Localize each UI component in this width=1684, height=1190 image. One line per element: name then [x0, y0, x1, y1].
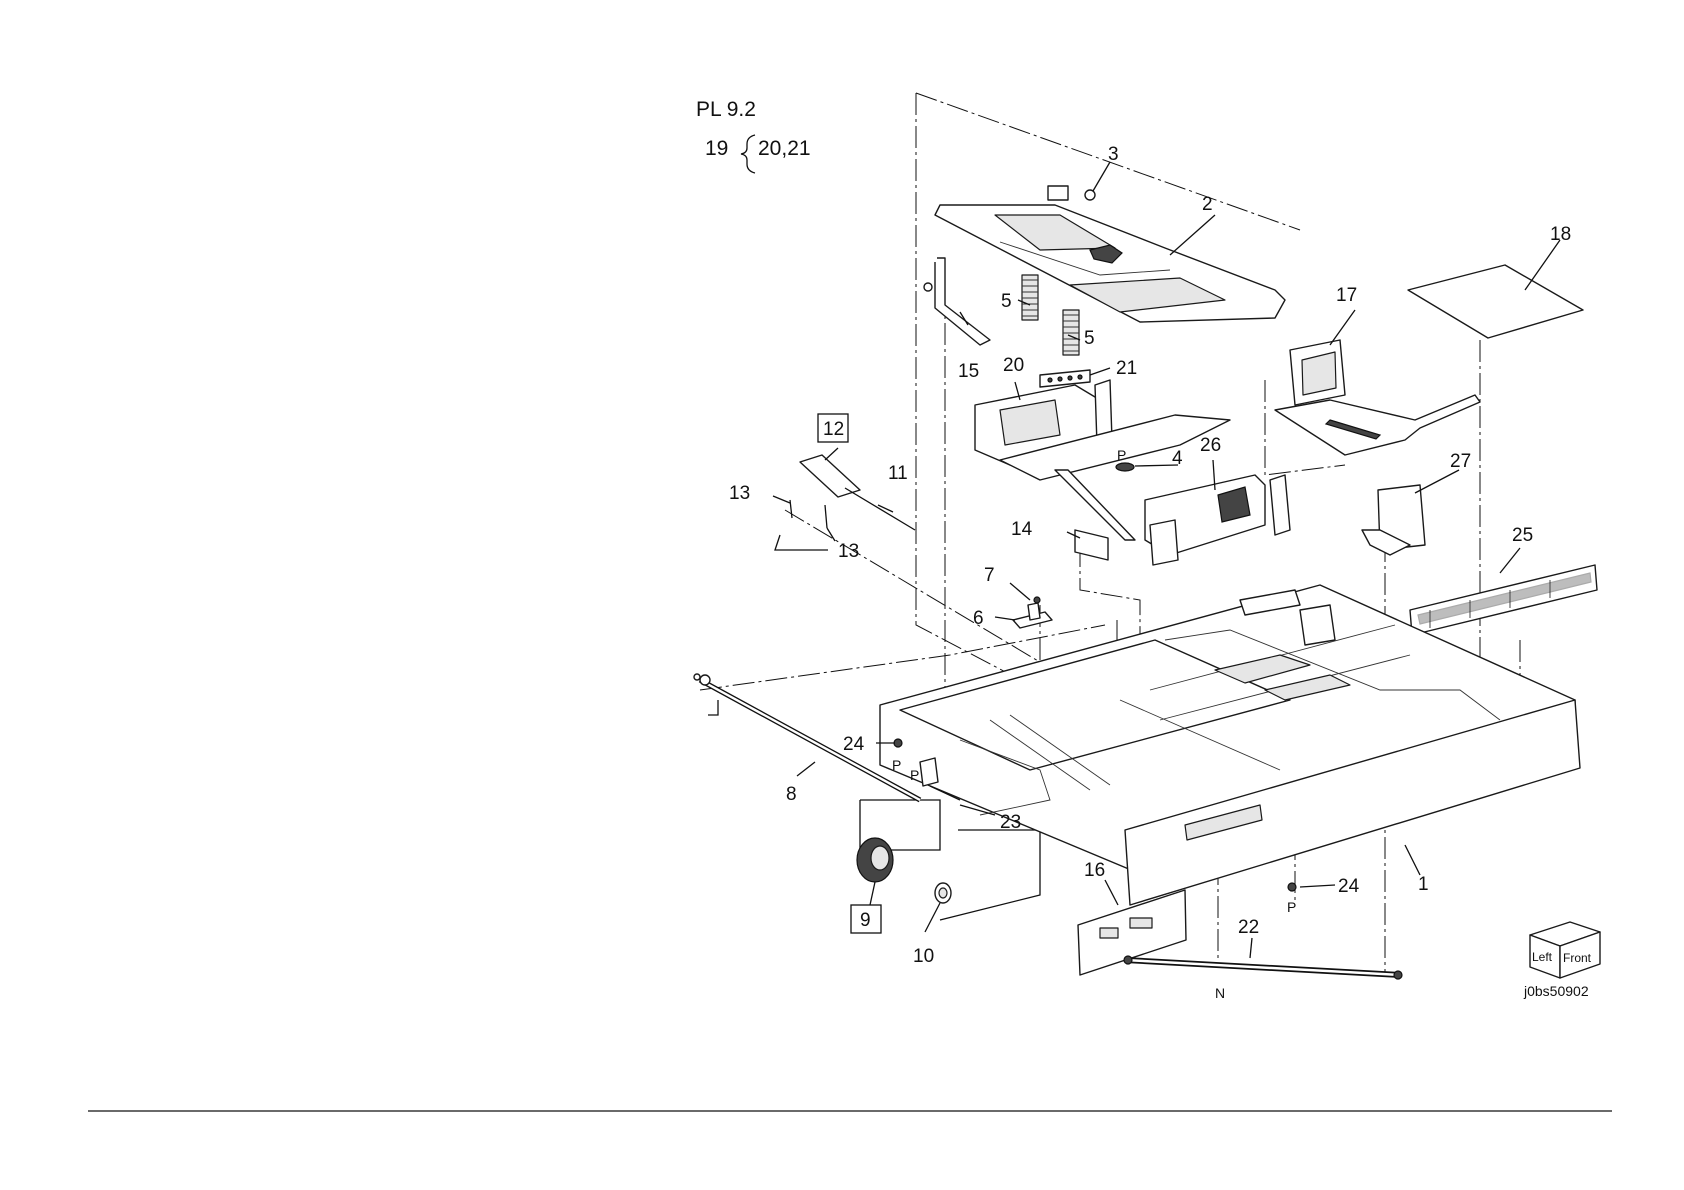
cube-front-label: Front — [1563, 951, 1592, 965]
leader-bracket — [775, 535, 828, 550]
callout-1: 1 — [1418, 874, 1429, 895]
leader-bracket — [708, 700, 718, 715]
orientation-cube-icon: Left Front — [1530, 922, 1600, 978]
callout-25: 25 — [1512, 525, 1533, 546]
marker-p: P — [1117, 447, 1126, 463]
part-5-spring-right — [1063, 310, 1079, 355]
leader-bracket — [940, 830, 1040, 920]
part-17-guide — [1275, 340, 1480, 455]
callout-23: 23 — [1000, 812, 1021, 833]
part-27-bracket — [1362, 485, 1425, 555]
callout-11: 11 — [888, 463, 908, 484]
part-9-roller — [857, 838, 893, 882]
callout-5: 5 — [1084, 328, 1095, 349]
kit-children-numbers: 20,21 — [758, 137, 811, 160]
kit-parent-number: 19 — [705, 137, 728, 160]
callout-22: 22 — [1238, 917, 1259, 938]
drawing-id: j0bs50902 — [1523, 983, 1589, 999]
cube-left-label: Left — [1532, 950, 1553, 964]
callout-13: 13 — [729, 483, 750, 504]
callout-7: 7 — [984, 565, 995, 586]
kit-brace — [741, 135, 755, 173]
part-22-rod — [1124, 956, 1402, 979]
part-24-screw-left — [894, 739, 902, 747]
callout-9: 9 — [860, 910, 871, 931]
callout-18: 18 — [1550, 224, 1571, 245]
marker-p: P — [1287, 899, 1296, 915]
marker-p: P — [892, 757, 901, 773]
marker-n: N — [1215, 985, 1225, 1001]
callout-8: 8 — [786, 784, 797, 805]
part-26-end-guide — [1145, 475, 1290, 565]
callout-27: 27 — [1450, 451, 1471, 472]
callout-15: 15 — [958, 361, 979, 382]
callout-24: 24 — [843, 734, 865, 755]
callout-13: 13 — [838, 541, 859, 562]
callout-26: 26 — [1200, 435, 1221, 456]
callout-24: 24 — [1338, 876, 1360, 897]
part-24-screw-right — [1288, 883, 1296, 891]
callout-4: 4 — [1172, 448, 1183, 469]
part-21-contact-bar — [1040, 370, 1090, 387]
part-18-sheet — [1408, 265, 1583, 338]
callout-16: 16 — [1084, 860, 1105, 881]
part-25-cover-strip — [1410, 565, 1597, 635]
callout-17: 17 — [1336, 285, 1357, 306]
callout-3: 3 — [1108, 144, 1119, 165]
callout-5: 5 — [1001, 291, 1012, 312]
callout-21: 21 — [1116, 358, 1137, 379]
part-10-bearing — [935, 883, 951, 903]
marker-p: P — [910, 767, 919, 783]
part-1-tray — [880, 585, 1580, 905]
callout-12: 12 — [823, 419, 844, 440]
callout-6: 6 — [973, 608, 984, 629]
callout-2: 2 — [1202, 194, 1213, 215]
callout-20: 20 — [1003, 355, 1024, 376]
part-6-7-latch — [1013, 597, 1052, 628]
callout-14: 14 — [1011, 519, 1033, 540]
phantom-line — [1080, 545, 1140, 650]
part-5-spring-left — [1022, 275, 1038, 320]
plate-reference: PL 9.2 — [696, 98, 756, 121]
callout-10: 10 — [913, 946, 934, 967]
part-3-screw — [1085, 162, 1110, 200]
part-15-bracket — [924, 258, 990, 345]
part-4-gear — [1116, 463, 1134, 471]
